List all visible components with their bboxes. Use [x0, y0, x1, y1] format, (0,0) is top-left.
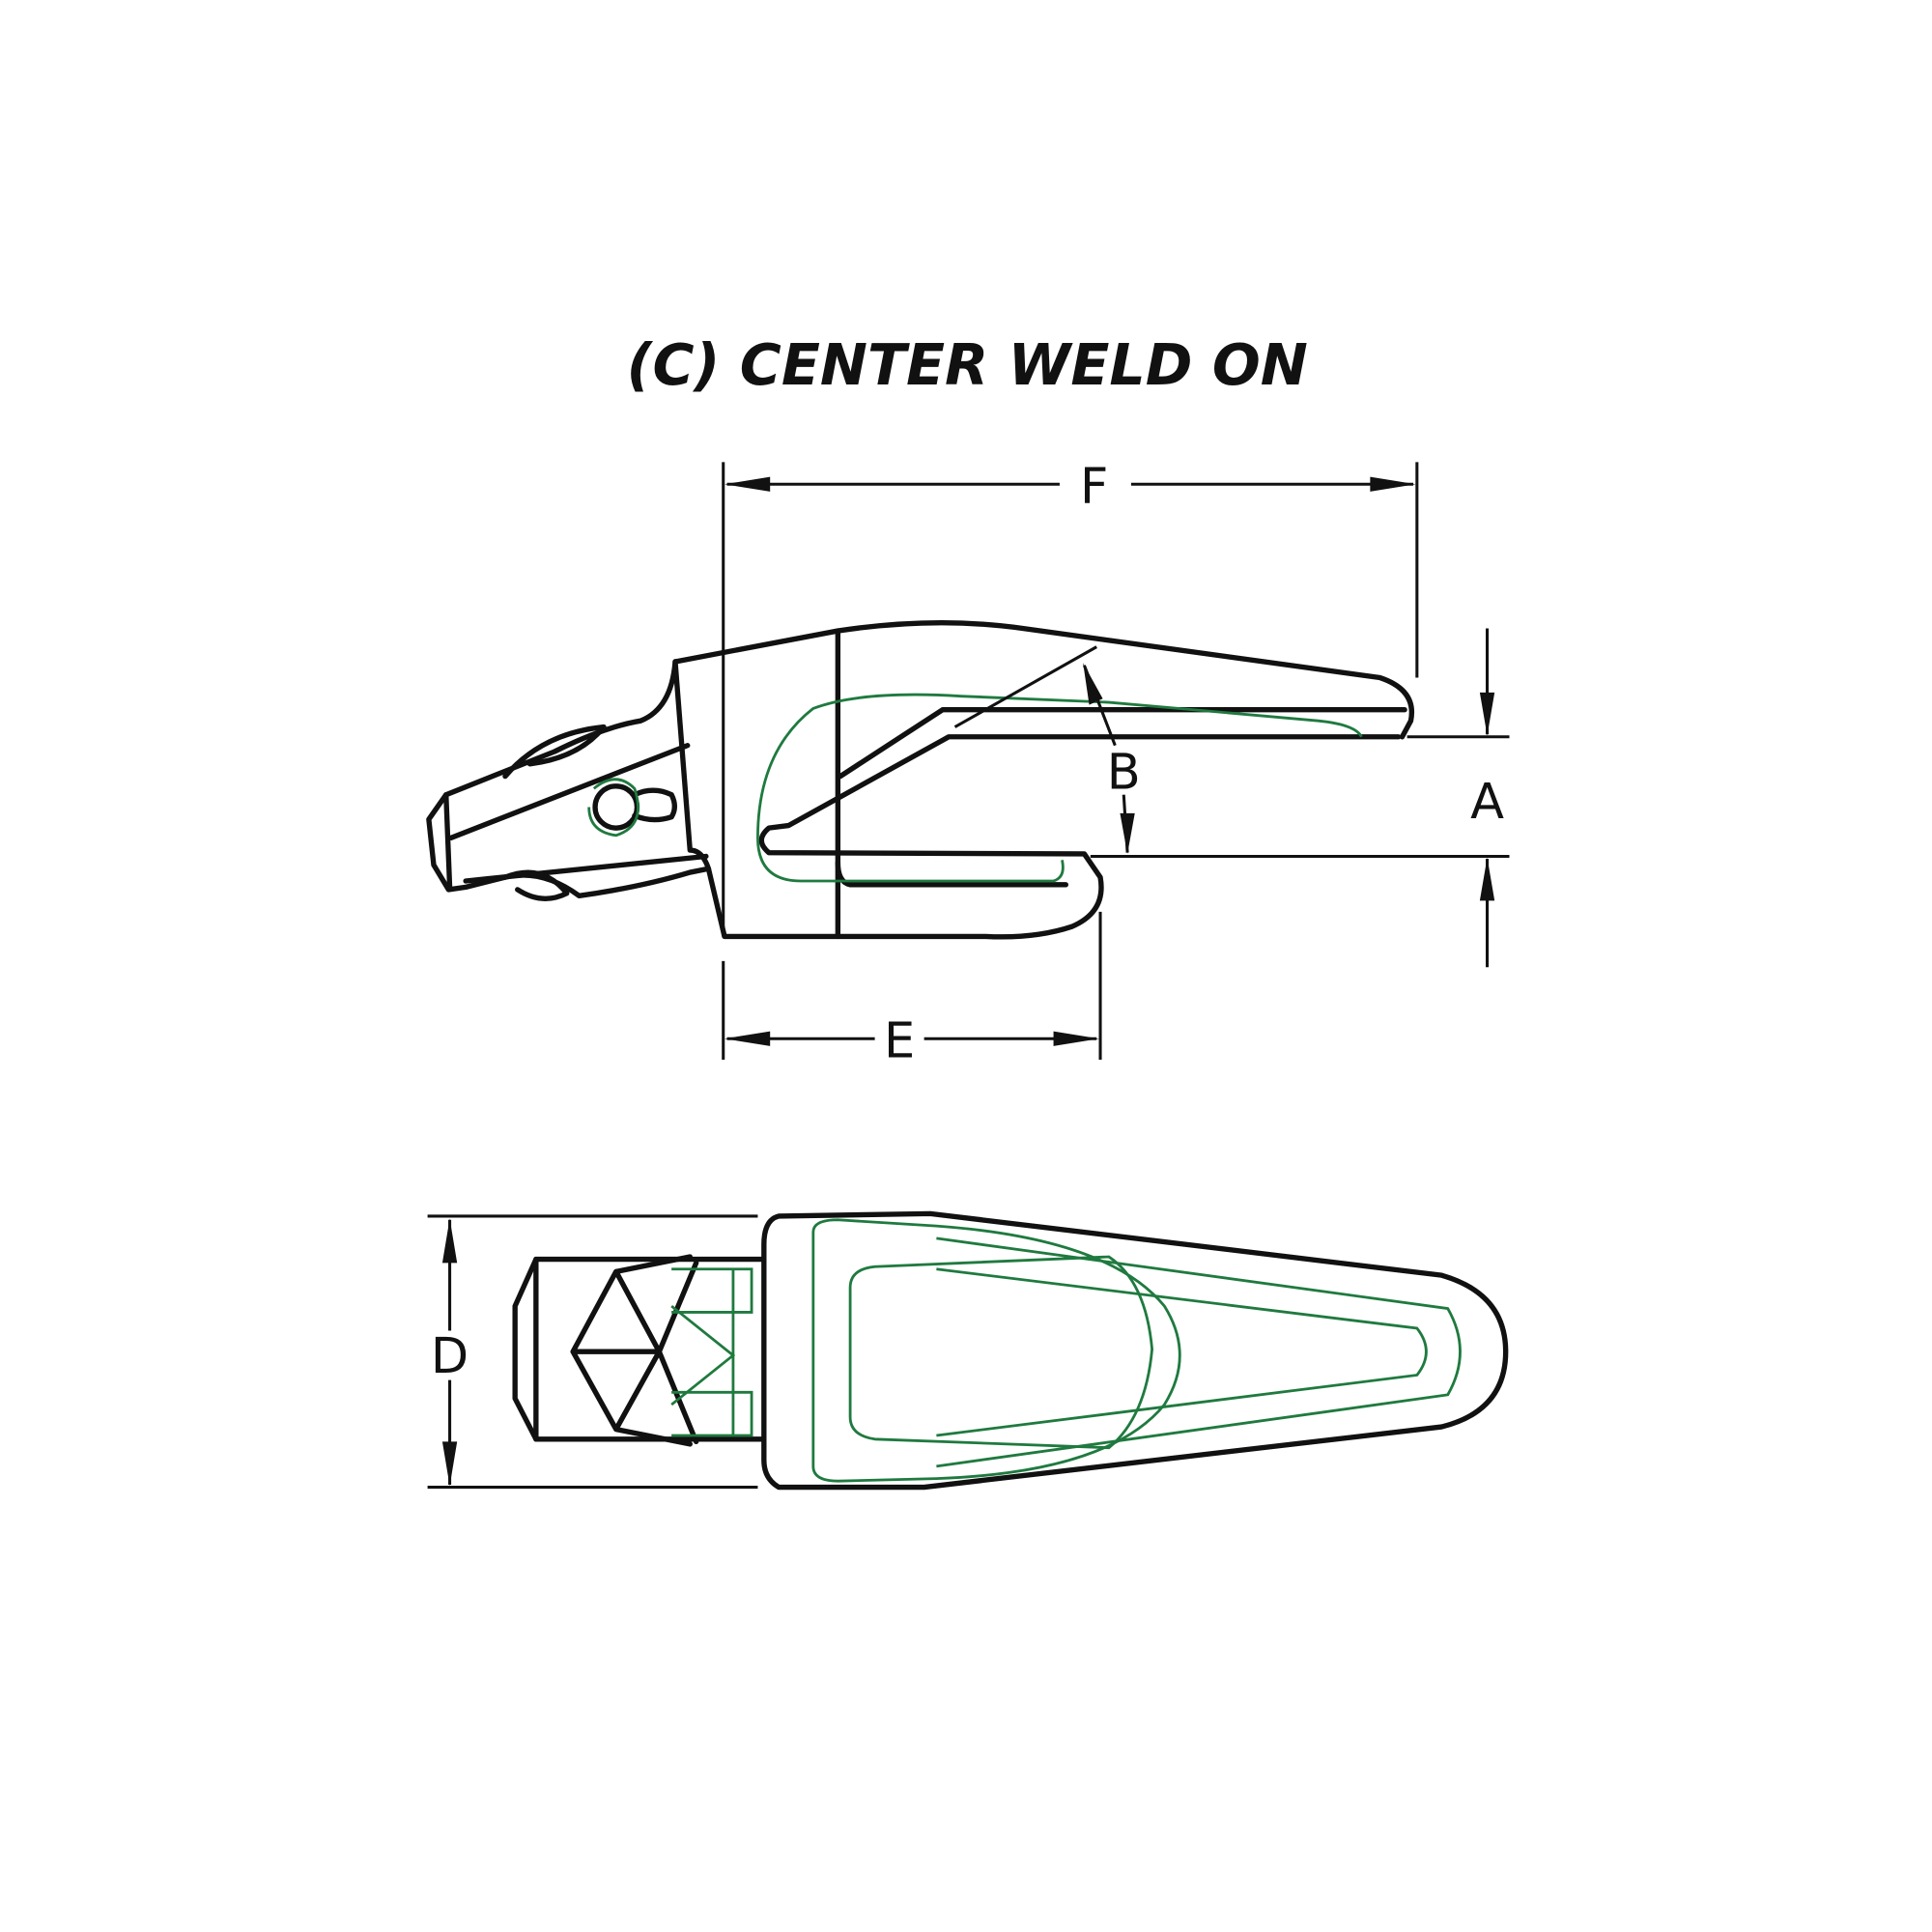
dimension-b: B	[953, 645, 1141, 854]
side-hidden-pocket	[756, 693, 1363, 883]
dimension-label-d: D	[431, 1328, 469, 1385]
nose-top-line	[443, 792, 453, 891]
upper-jaw-line	[838, 707, 1407, 780]
top-hidden-inner-u	[848, 1255, 1154, 1450]
top-hidden-pin	[670, 1267, 753, 1437]
dimension-label-b: B	[1107, 744, 1141, 801]
top-hidden-outer-u	[811, 1218, 1181, 1483]
dimension-a: A	[1090, 628, 1510, 968]
lower-jaw-inner	[835, 860, 1068, 888]
side-body-outline	[672, 620, 1415, 940]
dimension-f: F	[722, 458, 1419, 937]
dimension-label-a: A	[1470, 774, 1504, 831]
arrow-icon	[1083, 663, 1135, 854]
dimension-label-e: E	[884, 1012, 915, 1069]
nose-bottom-flute	[502, 869, 570, 901]
pin-hole-icon	[592, 783, 640, 831]
side-view	[426, 620, 1415, 940]
dimension-label-f: F	[1080, 458, 1108, 515]
top-nose-outline	[512, 1256, 767, 1442]
arrow-icon	[1479, 692, 1495, 901]
nose-top-flute	[502, 724, 607, 780]
top-view	[512, 1210, 1509, 1491]
arrow-icon	[724, 1031, 1099, 1046]
top-chevron	[570, 1254, 699, 1447]
top-hidden-pocket	[936, 1236, 1462, 1468]
dimension-e: E	[722, 911, 1102, 1069]
nose-outline	[426, 659, 712, 898]
diagram-title: (C) CENTER WELD ON	[627, 332, 1308, 398]
nose-upper-edge	[448, 743, 691, 841]
dimension-d: D	[427, 1214, 758, 1490]
pin-keeper-tab	[632, 787, 678, 823]
top-body-outline	[761, 1210, 1509, 1491]
pin-hidden-circle	[587, 778, 639, 838]
